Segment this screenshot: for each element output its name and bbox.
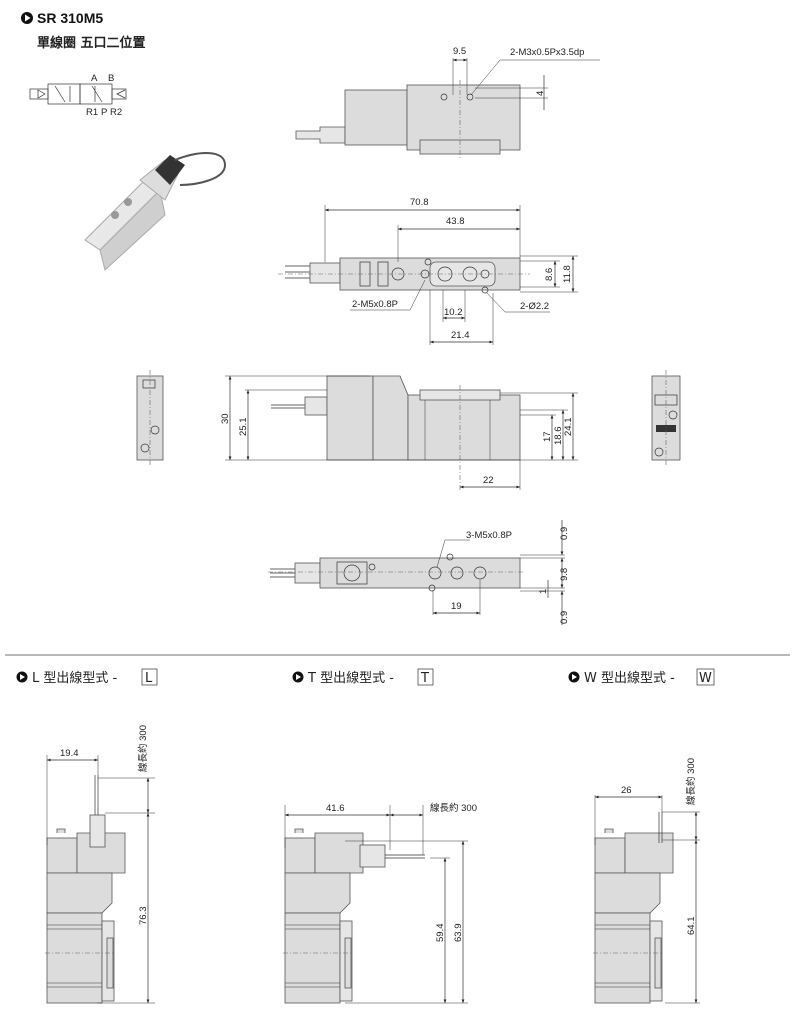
port-p-label: P: [101, 107, 107, 118]
model-subtitle: 單線圈 五口二位置: [37, 35, 146, 51]
variant-l-drawing: 19.4 線長約 300 76.3: [44, 725, 155, 1004]
dim-9-5: 9.5: [453, 46, 466, 57]
variant-w-drawing: 26 線長約 300 64.1: [592, 758, 700, 1004]
plan-view: 70.8 43.8 8.6 11.8 2-M5x0.8P 2-Ø2.2 10.2…: [278, 197, 578, 345]
dim-18-6: 18.6: [553, 427, 564, 446]
dim-0-9-top: 0.9: [559, 527, 570, 540]
dim-10-2: 10.2: [444, 307, 463, 318]
hole-note: 2-Ø2.2: [520, 301, 549, 312]
dim-9-8: 9.8: [559, 568, 570, 581]
wire-note-l: 線長約 300: [137, 725, 149, 772]
dim-21-4: 21.4: [451, 330, 470, 341]
dim-height-w: 64.1: [686, 917, 697, 936]
variant-header-w: W 型出線型式 - W: [568, 668, 715, 686]
dim-30: 30: [220, 413, 231, 424]
variant-code-w: W: [699, 671, 712, 686]
variant-header-t: T 型出線型式 - T: [292, 668, 434, 686]
port-note: 2-M5x0.8P: [352, 299, 398, 310]
port-a-label: A: [91, 73, 98, 84]
dim-70-8: 70.8: [410, 197, 429, 208]
bottom-view: 3-M5x0.8P 0.9 9.8 1 0.9 19: [268, 520, 570, 625]
dim-height-t-a: 59.4: [435, 924, 446, 943]
section-header: SR 310M5 單線圈 五口二位置: [21, 10, 146, 51]
front-view: 30 25.1 17 18.6 24.1 22: [136, 370, 681, 490]
dim-19: 19: [451, 601, 462, 612]
port-r2-label: R2: [110, 107, 122, 118]
dim-17: 17: [542, 431, 553, 442]
dim-height-l: 76.3: [138, 907, 149, 926]
wire-note-t: 線長約 300: [430, 802, 477, 814]
variant-title-t: T 型出線型式 -: [307, 670, 394, 686]
dim-width-l: 19.4: [60, 748, 79, 759]
dim-43-8: 43.8: [446, 216, 465, 227]
product-photo: [84, 152, 227, 271]
variant-code-t: T: [420, 671, 429, 686]
dim-11-8: 11.8: [562, 265, 573, 283]
dim-width-w: 26: [621, 785, 632, 796]
dim-height-t-b: 63.9: [453, 924, 464, 943]
port-b-label: B: [108, 73, 114, 84]
valve-symbol: A B R1 P R2: [29, 73, 127, 118]
variant-t-drawing: 41.6 線長約 300 59.4 63.9: [282, 802, 477, 1004]
dim-24-1: 24.1: [563, 418, 574, 437]
dim-8-6: 8.6: [544, 268, 555, 281]
wire-note-w: 線長約 300: [685, 758, 697, 805]
bottom-port-note: 3-M5x0.8P: [466, 530, 512, 541]
top-view: 9.5 2-M3x0.5Px3.5dp 4: [295, 46, 600, 158]
model-title: SR 310M5: [37, 10, 103, 26]
dim-4: 4: [535, 91, 546, 96]
dim-width-t: 41.6: [326, 803, 345, 814]
variant-code-l: L: [145, 671, 153, 686]
dim-25-1: 25.1: [238, 418, 249, 437]
thread-note: 2-M3x0.5Px3.5dp: [510, 47, 584, 58]
variant-header-l: L 型出線型式 - L: [16, 668, 158, 686]
variant-title-l: L 型出線型式 -: [32, 670, 118, 686]
dim-1: 1: [538, 589, 549, 594]
variant-title-w: W 型出線型式 -: [584, 670, 675, 686]
port-r1-label: R1: [86, 107, 98, 118]
dim-0-9-bottom: 0.9: [559, 611, 570, 624]
dim-22: 22: [483, 475, 494, 486]
